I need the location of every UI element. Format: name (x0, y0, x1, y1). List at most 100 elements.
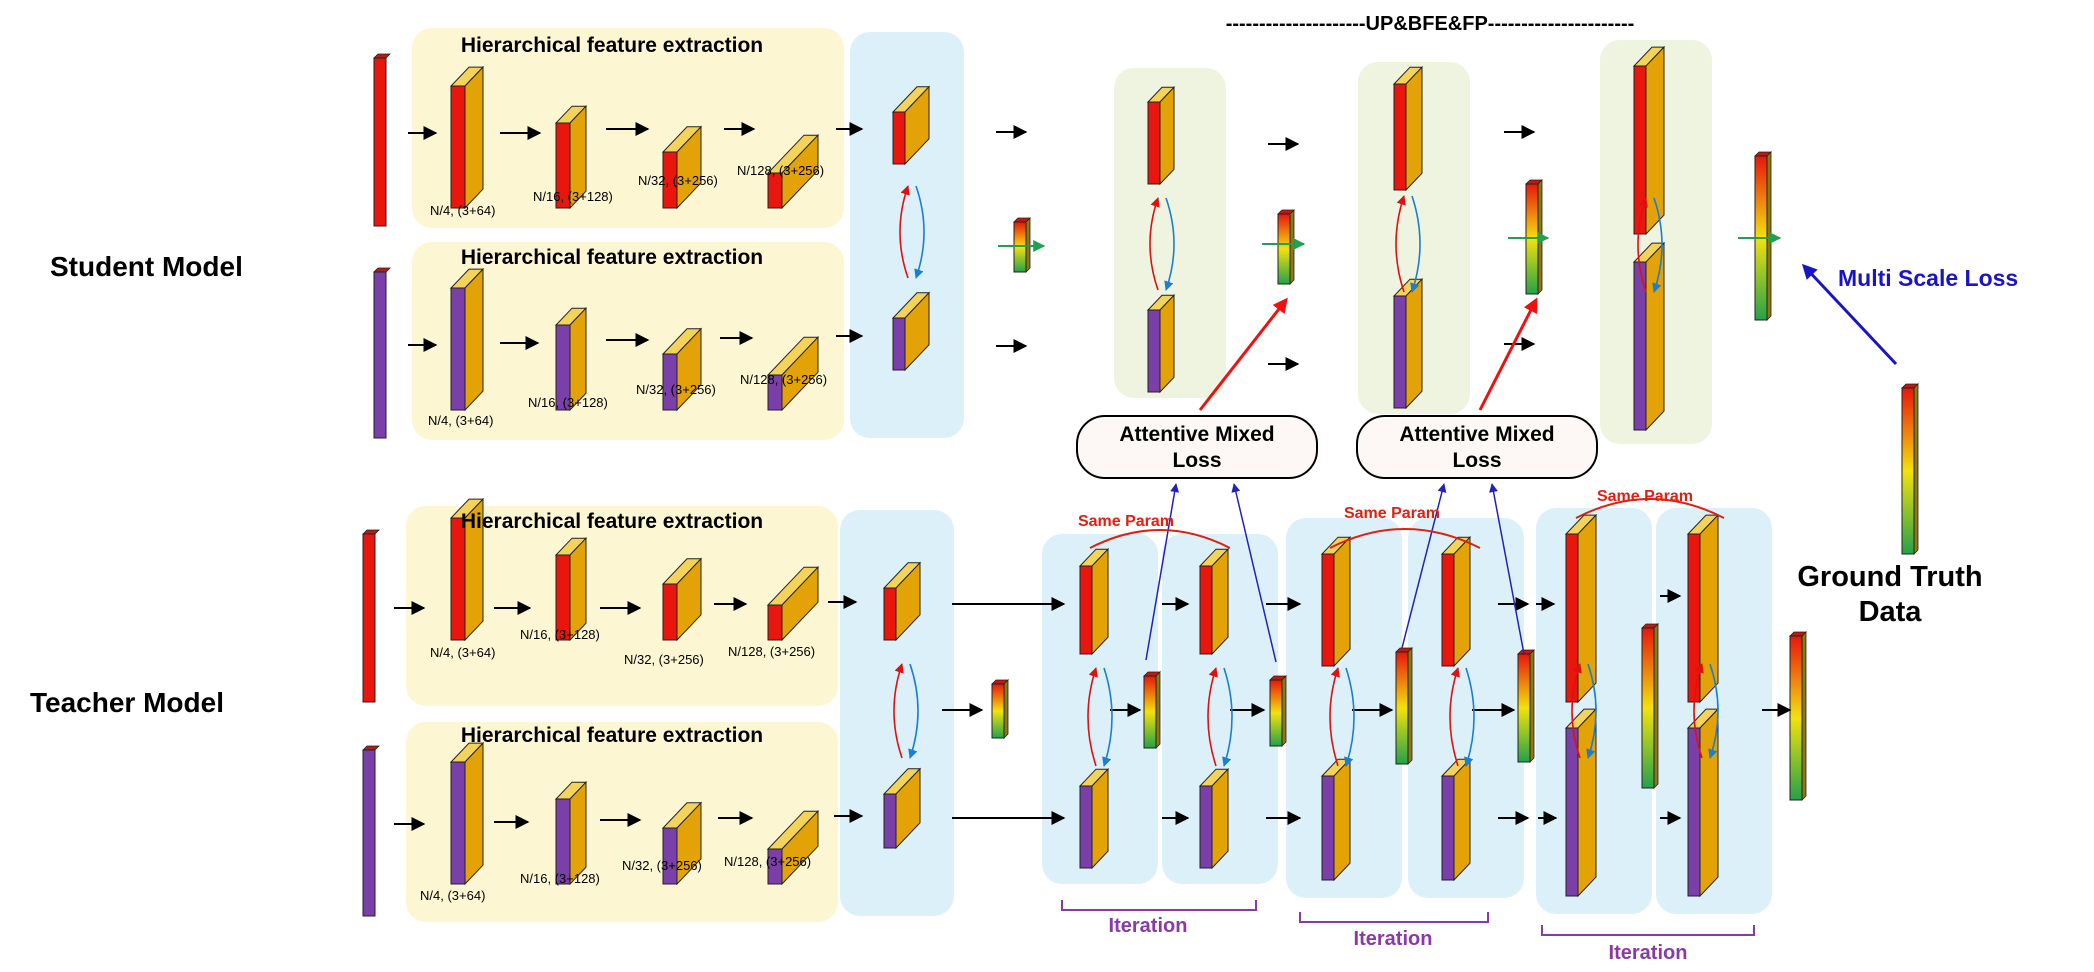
iter-feature-purple (1686, 707, 1720, 898)
attentive-loss-line1: Attentive Mixed (1119, 423, 1274, 446)
student-up-panel (1358, 62, 1470, 414)
iteration-bracket (1299, 912, 1489, 923)
exchange-arrow (1164, 197, 1175, 291)
flow-arrows (394, 122, 1898, 936)
feature-block-n128 (766, 809, 820, 886)
teacher-iter-panel (1042, 534, 1158, 884)
hfe-label-student-top: Hierarchical feature extraction (461, 34, 763, 57)
iter-feature-purple (1198, 767, 1230, 870)
iter-feature-red (1078, 547, 1110, 656)
scale-label: N/128, (3+256) (737, 163, 824, 178)
same-param-label: Same Param (1597, 488, 1693, 505)
student-up-panel (1114, 68, 1226, 398)
attentive-loss-line2: Loss (1172, 449, 1221, 472)
exchange-arrow (1087, 667, 1098, 767)
exchange-arrow (1708, 663, 1719, 759)
scale-label: N/32, (3+256) (638, 173, 718, 188)
input-bar-red (373, 53, 391, 227)
scale-label: N/4, (3+64) (430, 645, 495, 660)
loss-feed-arrow (1145, 483, 1180, 661)
feature-block-n16 (554, 536, 588, 642)
ground-truth-bar (1901, 383, 1919, 555)
exchange-arrow (1222, 667, 1233, 767)
up-feature-red (1392, 65, 1424, 192)
feature-block-n16 (554, 104, 588, 210)
iteration-label: Iteration (1354, 928, 1433, 950)
output-bar (1517, 649, 1535, 763)
feature-block-n4 (449, 497, 485, 642)
fusion-panel-student (850, 32, 964, 438)
scale-label: N/16, (3+128) (533, 189, 613, 204)
exchange-arrow (1207, 667, 1218, 767)
exchange-arrow (1637, 197, 1648, 293)
feature-block-n32 (661, 125, 703, 210)
same-param-label: Same Param (1078, 513, 1174, 530)
output-bar (1143, 671, 1161, 749)
same-param-arc (1575, 498, 1725, 519)
loss-feed-arrow (1401, 483, 1447, 649)
up-feature-purple (1392, 277, 1424, 410)
attentive-mixed-loss-box-2: Attentive Mixed Loss (1356, 415, 1598, 479)
multi-scale-arrow (1801, 263, 1898, 366)
teacher-iter-panel (1408, 518, 1524, 898)
background-panels (406, 28, 1772, 922)
hfe-label-teacher-bottom: Hierarchical feature extraction (461, 724, 763, 747)
exchange-arrow (1410, 195, 1421, 293)
output-bar (991, 679, 1009, 739)
teacher-iter-panel (1162, 534, 1278, 884)
iter-feature-red (1440, 535, 1472, 668)
exchange-arrow (1329, 667, 1340, 767)
up-feature-red (1632, 45, 1666, 236)
exchange-arrow (899, 185, 910, 279)
output-bar (1395, 647, 1413, 765)
iter-feature-purple (1078, 767, 1110, 870)
output-bar (1789, 631, 1807, 801)
header-title: ---------------------UP&BFE&FP----------… (1226, 13, 1635, 35)
exchange-arrow (1449, 667, 1460, 767)
exchange-arrow (1395, 195, 1406, 293)
exchange-arrow (1652, 197, 1663, 293)
output-bar (1754, 151, 1772, 321)
iteration-label: Iteration (1109, 915, 1188, 937)
input-bar-purple (373, 267, 391, 439)
iter-feature-red (1320, 535, 1352, 668)
feature-block-n4 (449, 65, 485, 210)
exchange-arrow (914, 185, 925, 279)
feature-blocks (362, 45, 1919, 917)
iteration-bracket (1061, 900, 1257, 911)
scale-label: N/4, (3+64) (420, 888, 485, 903)
scale-label: N/128, (3+256) (724, 854, 811, 869)
feature-block-n32 (661, 327, 703, 412)
teacher-iter-panel (1286, 518, 1402, 898)
output-bar (1277, 209, 1295, 285)
feature-block-n4 (449, 267, 485, 412)
feature-block-n4 (449, 741, 485, 886)
scale-label: N/128, (3+256) (740, 372, 827, 387)
scale-label: N/16, (3+128) (528, 395, 608, 410)
loss-feed-arrow (1489, 483, 1525, 655)
text-labels: ---------------------UP&BFE&FP----------… (30, 13, 2018, 964)
exchange-arrow (1344, 667, 1355, 767)
iter-feature-purple (1564, 707, 1598, 898)
scale-label: N/32, (3+256) (624, 652, 704, 667)
exchange-arrow (1586, 663, 1597, 759)
attentive-mixed-loss-box-1: Attentive Mixed Loss (1076, 415, 1318, 479)
scale-label: N/16, (3+128) (520, 627, 600, 642)
feature-block-n16 (554, 780, 588, 886)
input-bar-red (362, 529, 380, 703)
feature-block-n32 (661, 801, 703, 886)
exchange-arrow (1464, 667, 1475, 767)
iter-feature-purple (1440, 757, 1472, 882)
feature-block-n16 (554, 306, 588, 412)
same-param-arc (1089, 529, 1231, 549)
feature-block-n32 (661, 557, 703, 642)
attentive-loss-line1: Attentive Mixed (1399, 423, 1554, 446)
scale-label: N/4, (3+64) (430, 203, 495, 218)
hfe-label-student-bottom: Hierarchical feature extraction (461, 246, 763, 269)
output-bar (1269, 675, 1287, 747)
exchange-arrow (1693, 663, 1704, 759)
up-feature-purple (1146, 294, 1176, 394)
exchange-arrow (1571, 663, 1582, 759)
iter-feature-purple (1320, 757, 1352, 882)
